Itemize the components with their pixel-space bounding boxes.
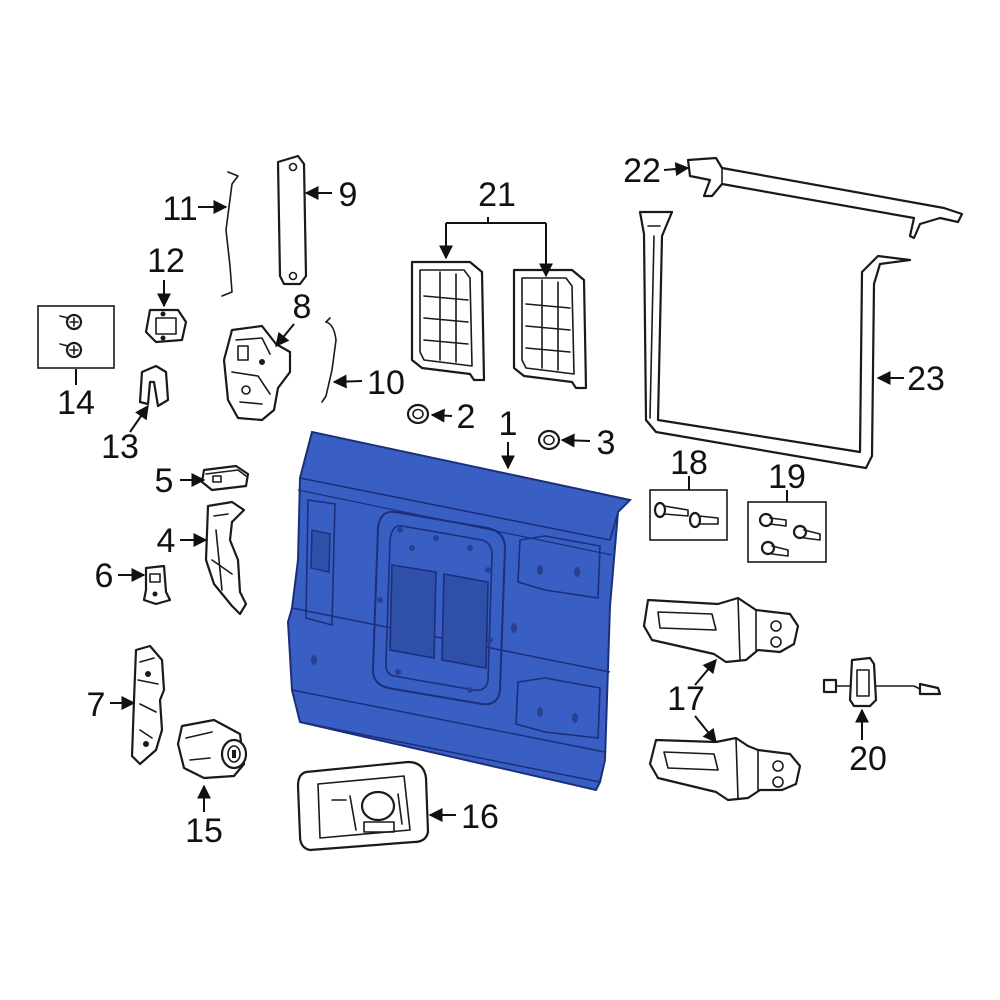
callout-22: 22 (623, 152, 661, 190)
callout-14: 14 (57, 384, 95, 422)
part-17-hinge-upper[interactable] (642, 596, 800, 664)
callout-8: 8 (293, 288, 312, 326)
screw-top (59, 313, 83, 331)
part-23-door-seal[interactable] (638, 210, 912, 470)
part-4-bracket[interactable] (204, 500, 248, 616)
callout-1: 1 (499, 405, 518, 443)
leader-lines (75, 162, 904, 822)
part-22-crossbar[interactable] (686, 156, 964, 240)
gate-panel-lower-pad (515, 677, 601, 739)
part-10-rod[interactable] (321, 317, 337, 403)
bolt-b (792, 524, 821, 541)
part-3-grommet[interactable] (537, 429, 561, 451)
part-20-sensor-harness[interactable] (822, 656, 942, 708)
callout-21: 21 (478, 176, 516, 214)
callout-5: 5 (155, 462, 174, 500)
bolt-c (760, 540, 789, 557)
part-5-clip[interactable] (200, 464, 250, 492)
gate-panel-holes (311, 527, 580, 723)
part-16-handle-housing[interactable] (296, 760, 430, 852)
bolt-right (688, 511, 719, 529)
callout-10: 10 (367, 364, 405, 402)
part-18-bolt-set[interactable] (649, 489, 728, 541)
callout-7: 7 (87, 686, 106, 724)
part-21-vent-right[interactable] (512, 268, 588, 390)
callout-19: 19 (768, 458, 806, 496)
part-12-striker[interactable] (144, 308, 188, 344)
callout-23: 23 (907, 360, 945, 398)
callout-20: 20 (849, 740, 887, 778)
callout-16: 16 (461, 798, 499, 836)
callout-17: 17 (667, 680, 705, 718)
part-8-latch[interactable] (222, 324, 292, 422)
gate-panel-left-pocket (305, 499, 336, 627)
gate-panel-left-slot (310, 529, 331, 573)
part-9-strip[interactable] (276, 154, 308, 286)
callout-12: 12 (147, 242, 185, 280)
gate-panel-carrier-frame (371, 510, 507, 706)
callout-13: 13 (101, 428, 139, 466)
callout-4: 4 (157, 522, 176, 560)
part-14-screw-set[interactable] (37, 305, 115, 369)
gate-panel-top-edge (299, 431, 619, 541)
part-11-rod[interactable] (221, 171, 239, 297)
bolt-left (653, 501, 689, 519)
gate-panel-window-left (389, 564, 437, 659)
part-19-bolt-set[interactable] (747, 501, 827, 563)
callout-2: 2 (457, 398, 476, 436)
gate-panel-carrier-inner (385, 524, 493, 692)
bolt-a (758, 512, 787, 528)
callout-labels: 1 2 3 4 5 6 7 8 9 10 11 12 13 14 15 16 1… (57, 152, 945, 850)
callout-9: 9 (339, 176, 358, 214)
part-17-hinge-lower[interactable] (648, 736, 802, 802)
gate-panel-upper-pad (517, 535, 601, 599)
callout-15: 15 (185, 812, 223, 850)
part-13-clip[interactable] (138, 364, 170, 408)
part-6-bracket[interactable] (142, 564, 172, 606)
part-1-swing-gate-panel[interactable] (286, 430, 633, 792)
callout-18: 18 (670, 444, 708, 482)
part-2-grommet[interactable] (406, 403, 430, 425)
callout-11: 11 (162, 190, 197, 228)
screw-bottom (59, 341, 83, 359)
gate-panel-window-right (441, 573, 489, 669)
part-15-lock-cylinder[interactable] (176, 718, 248, 780)
callout-3: 3 (597, 424, 616, 462)
part-7-latch-handle[interactable] (130, 644, 166, 766)
part-21-vent-left[interactable] (410, 260, 486, 382)
callout-6: 6 (95, 557, 114, 595)
